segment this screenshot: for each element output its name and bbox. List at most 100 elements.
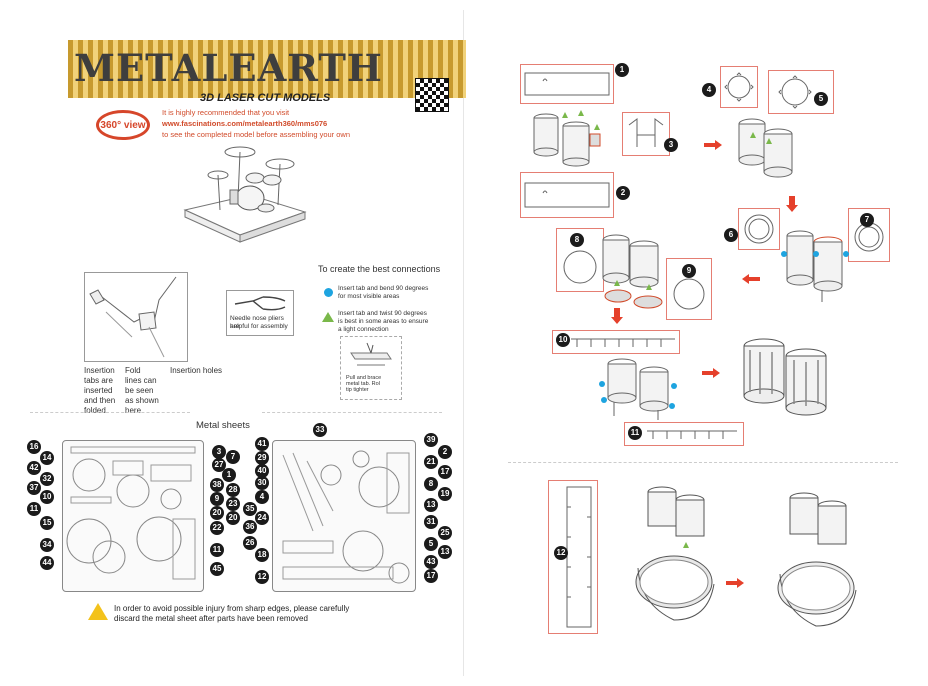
part-1-strip: [524, 72, 610, 96]
sheet2-badge-17b: 17: [424, 569, 438, 583]
sheet1-badge-22: 22: [210, 521, 224, 535]
part-1-box: [520, 64, 614, 104]
part-10-box: [552, 330, 680, 354]
sheet2-badge-41: 41: [255, 437, 269, 451]
part-11-box: [624, 422, 744, 446]
mid-badge-7: 7: [226, 450, 240, 464]
part-2-strip: [524, 182, 610, 208]
green-triangle-icon: [322, 312, 334, 322]
part-12-strip: [566, 486, 592, 628]
metal-sheets-title: Metal sheets: [196, 420, 250, 431]
part-10-strip: [571, 338, 675, 347]
sheet1-badge-42: 42: [27, 461, 41, 475]
qr-code-icon[interactable]: [415, 78, 449, 112]
sheet2-badge-4: 4: [255, 490, 269, 504]
toms-result: [743, 338, 827, 416]
step-badge-5: 5: [814, 92, 828, 106]
sheet2-badge-8: 8: [424, 477, 438, 491]
step-badge-1: 1: [615, 63, 629, 77]
part-3-bracket: [628, 118, 664, 147]
part-2-box: [520, 172, 614, 218]
pull-brace-box: Pull and brace metal tab. Rol tip tighte…: [340, 336, 402, 400]
sheet1-badge-20: 20: [210, 506, 224, 520]
part-6-box: [738, 208, 780, 250]
tab-fold-illustration: [84, 272, 188, 362]
sheet2-badge-5: 5: [424, 537, 438, 551]
sheet1-badge-11b: 11: [210, 543, 224, 557]
sheet2-badge-24: 24: [255, 511, 269, 525]
step-badge-10: 10: [556, 333, 570, 347]
mid-badge-28: 28: [226, 483, 240, 497]
connections-title: To create the best connections: [318, 264, 441, 274]
sheet1-badge-11: 11: [27, 502, 41, 516]
sheet2-badge-33: 33: [313, 423, 327, 437]
metal-sheet-2: [272, 440, 416, 592]
step-badge-9: 9: [682, 264, 696, 278]
sheet1-badge-27: 27: [212, 458, 226, 472]
label-insertion-holes: Insertion holes: [170, 366, 223, 375]
step4-assembly: [602, 234, 663, 309]
step-badge-6: 6: [724, 228, 738, 242]
sheet2-badge-12: 12: [255, 570, 269, 584]
twist-tab-icon: [350, 342, 392, 366]
step5-assembly: [599, 358, 677, 420]
page-divider: [463, 10, 464, 676]
sheet1-badge-15: 15: [40, 516, 54, 530]
part-5-disc: [778, 75, 812, 109]
website-link[interactable]: www.fascinations.com/metalearth360/mms07…: [162, 119, 328, 128]
view-360-icon[interactable]: 360° view: [96, 110, 150, 140]
sheet1-badge-3: 3: [212, 445, 226, 459]
dashed-rule-right-page: [508, 462, 898, 463]
step-badge-11: 11: [628, 426, 642, 440]
arrow-down-2: [611, 308, 623, 324]
sheet1-badge-14: 14: [40, 451, 54, 465]
green-tri-desc-1: Insert tab and twist 90 degrees: [338, 310, 427, 317]
sheet2-badge-30: 30: [255, 476, 269, 490]
warning-text: In order to avoid possible injury from s…: [114, 604, 350, 623]
step6-assembly: [635, 486, 715, 621]
blue-dot-desc-2: for most visible areas: [338, 293, 400, 300]
metal-sheet-1: [62, 440, 204, 592]
part-8-box: [556, 228, 604, 292]
part-4-disc: [724, 72, 754, 102]
sheet1-parts: [66, 446, 196, 580]
sheet2-badge-43: 43: [424, 555, 438, 569]
sheet2-badge-26: 26: [243, 536, 257, 550]
step1-assembly: [533, 110, 601, 167]
sheet2-badge-2: 2: [438, 445, 452, 459]
drum-kit-model-illustration: [183, 146, 307, 243]
sheet1-badge-10: 10: [40, 490, 54, 504]
sheet2-parts: [282, 450, 410, 584]
arrow-down-1: [786, 196, 798, 212]
sheet2-badge-13b: 13: [438, 545, 452, 559]
pliers-icon: [234, 296, 286, 311]
sheet2-badge-36: 36: [243, 520, 257, 534]
website-intro: It is highly recommended that you visit: [162, 108, 290, 117]
metalearth-logo: METALEARTH: [68, 40, 466, 98]
sheet1-badge-38: 38: [210, 478, 224, 492]
step-badge-8: 8: [570, 233, 584, 247]
mid-badge-20: 20: [226, 511, 240, 525]
step-badge-7: 7: [860, 213, 874, 227]
warning-icon: [88, 603, 108, 620]
blue-dot-desc-1: Insert tab and bend 90 degrees: [338, 285, 429, 292]
part-6-ring: [744, 214, 774, 244]
sheet2-badge-19: 19: [438, 487, 452, 501]
tagline: 3D LASER CUT MODELS: [200, 92, 331, 104]
step-badge-3: 3: [664, 138, 678, 152]
mid-badge-23: 23: [226, 497, 240, 511]
sheet1-badge-34: 34: [40, 538, 54, 552]
step-badge-2: 2: [616, 186, 630, 200]
pliers-note-2: helpful for assembly: [230, 323, 288, 330]
website-note: to see the completed model before assemb…: [162, 130, 351, 139]
bass-drum-result: [777, 492, 857, 627]
part-8-disc: [563, 250, 597, 284]
arrow-right-1: [704, 140, 722, 150]
arrow-right-3: [726, 578, 744, 588]
sheet1-badge-45: 45: [210, 562, 224, 576]
green-tri-desc-2: is best in some areas to ensure: [338, 318, 429, 325]
sheet2-badge-17: 17: [438, 465, 452, 479]
arrow-right-2: [702, 368, 720, 378]
pliers-note-1: Needle nose pliers are: [230, 315, 284, 330]
